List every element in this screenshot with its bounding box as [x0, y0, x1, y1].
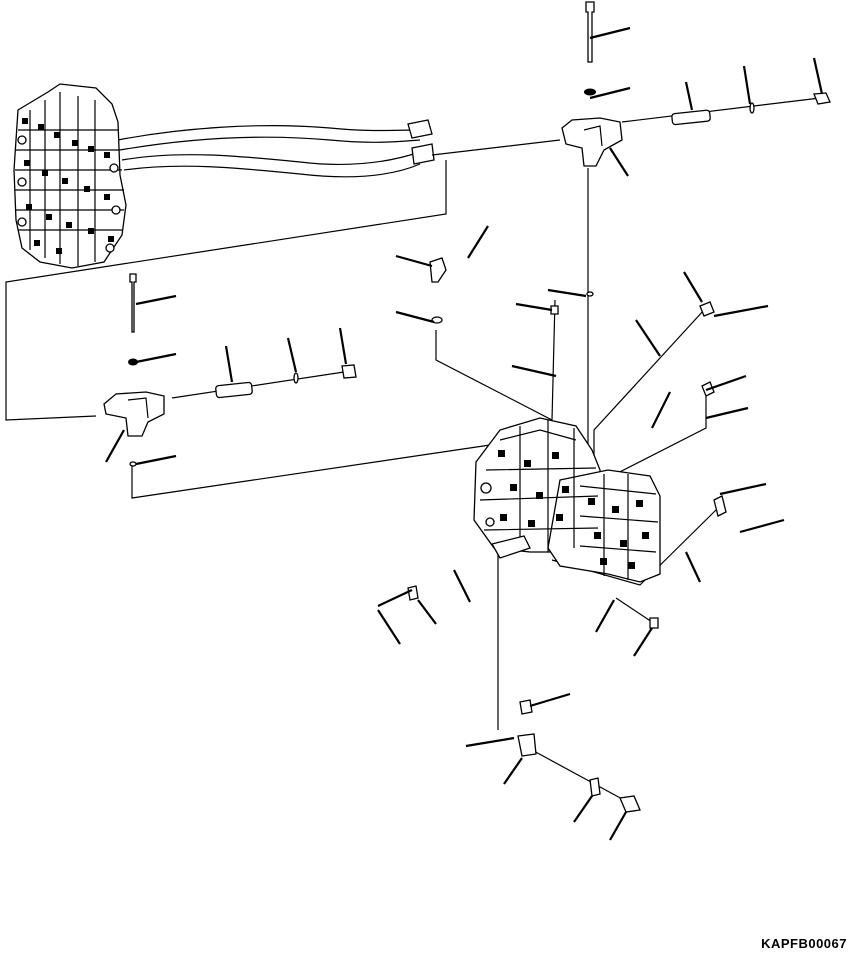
assembly-leader-lines — [5, 97, 821, 801]
callout-leaders — [105, 26, 824, 841]
drawing-reference-code: KAPFB00067 — [761, 936, 847, 951]
pilot-hoses — [117, 119, 435, 178]
control-valve-block — [13, 83, 127, 269]
main-pump-assembly — [473, 417, 661, 583]
lower-left-valve-assembly — [103, 273, 357, 467]
upper-valve-assembly — [561, 1, 831, 167]
small-fittings — [407, 257, 727, 813]
